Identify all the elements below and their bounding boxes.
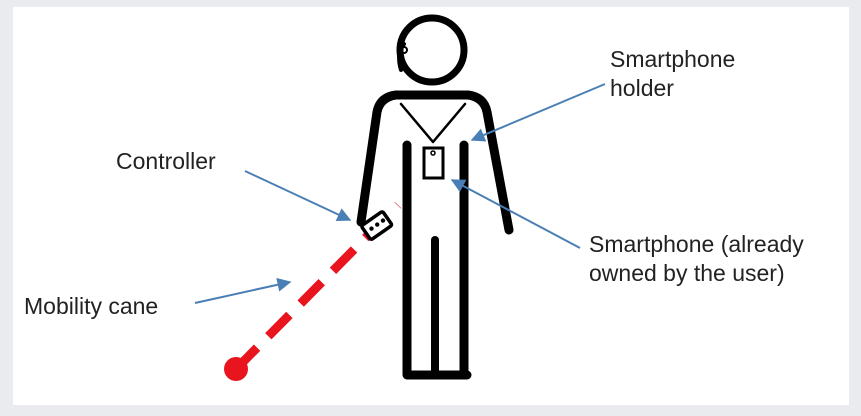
arrow-controller	[244, 170, 352, 222]
label-smartphone-holder: Smartphone holder	[610, 46, 736, 101]
label-controller: Controller	[116, 148, 216, 174]
earpiece-dot	[400, 46, 408, 54]
cane-tip	[224, 357, 248, 381]
arrow-mobility-cane	[194, 277, 292, 304]
person-icon	[356, 14, 514, 380]
controller-icon	[360, 210, 394, 241]
lanyard	[399, 102, 467, 144]
label-mobility-cane: Mobility cane	[24, 293, 159, 319]
arrow-smartphone	[450, 179, 581, 249]
person-head	[396, 14, 468, 86]
label-smartphone: Smartphone (already owned by the user)	[589, 231, 804, 286]
arrow-smartphone-holder	[470, 83, 606, 142]
smartphone-icon	[422, 146, 445, 180]
earpiece-icon	[397, 42, 406, 72]
